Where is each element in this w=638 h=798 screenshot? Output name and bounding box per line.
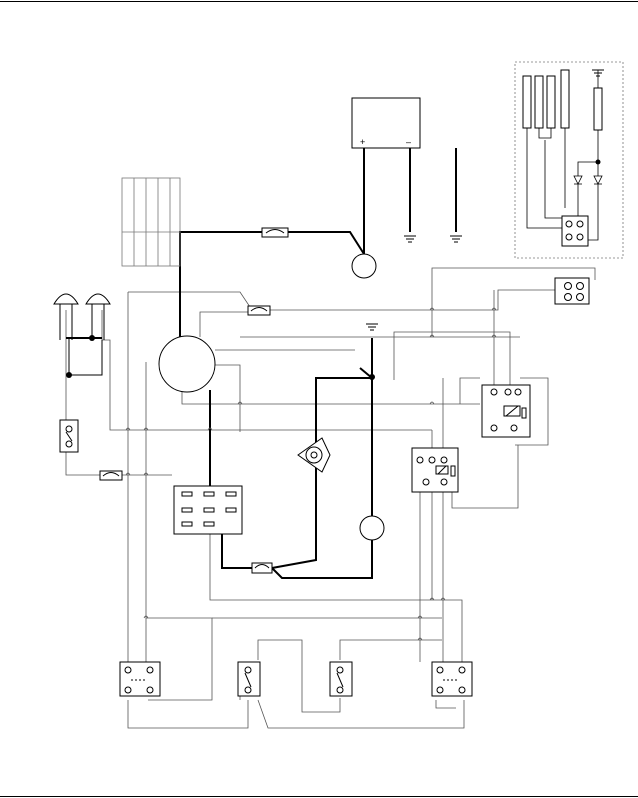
main-harness	[66, 148, 457, 579]
fuses	[99, 227, 289, 574]
battery: + –	[351, 97, 421, 149]
wire-crossings	[125, 307, 497, 641]
solenoid-circle	[351, 253, 377, 279]
horn-switch	[59, 419, 79, 453]
top-rule	[0, 1, 638, 2]
inset-detail	[514, 61, 624, 259]
rotary-cam	[297, 437, 331, 473]
ignition-switch	[173, 485, 243, 535]
bottom-switches	[119, 661, 473, 697]
bottom-rule	[0, 796, 638, 797]
lamp-circle	[359, 515, 385, 541]
ground-symbol	[365, 323, 379, 331]
engine-module-circle	[158, 335, 216, 393]
thin-wiring	[65, 267, 596, 729]
relay-upper	[481, 384, 531, 438]
horns	[53, 293, 111, 340]
battery-positive-label: +	[360, 137, 365, 147]
ground-symbol	[403, 235, 417, 243]
relay-lower	[411, 447, 459, 493]
ground-symbol	[449, 235, 463, 243]
grid-panel	[121, 177, 181, 267]
battery-negative-label: –	[406, 137, 411, 147]
right-connector	[554, 277, 590, 305]
